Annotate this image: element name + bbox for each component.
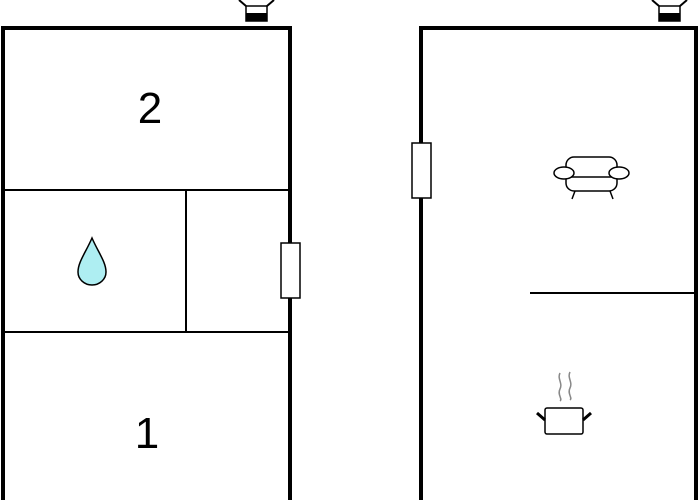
water-drop-icon — [77, 236, 107, 286]
outer-wall — [419, 26, 698, 500]
floor-plan-left: 2 1 — [1, 0, 301, 500]
entrance-icon — [651, 0, 688, 22]
sofa-icon — [553, 156, 630, 200]
floor-plan-right — [411, 0, 698, 500]
window-icon — [411, 142, 432, 199]
room-label: 2 — [138, 84, 162, 133]
window-icon — [280, 242, 301, 299]
room-label: 1 — [135, 409, 159, 458]
entrance-icon — [238, 0, 275, 22]
cooking-pot-icon — [536, 371, 592, 435]
